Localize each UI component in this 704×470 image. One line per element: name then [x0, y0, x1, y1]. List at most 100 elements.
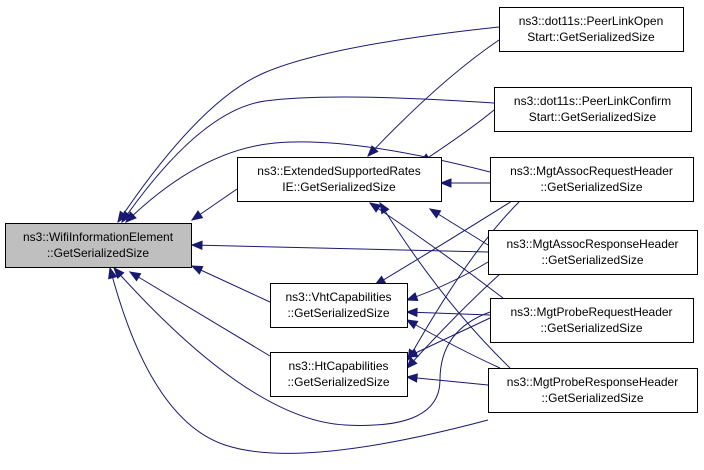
node-label-line: ::GetSerializedSize: [541, 253, 643, 267]
node-label-line: Start::GetSerializedSize: [527, 30, 655, 44]
node-plo[interactable]: ns3::dot11s::PeerLinkOpenStart::GetSeria…: [499, 7, 684, 52]
edge-line: [369, 202, 504, 299]
edge-plc-to-ext: [418, 109, 495, 164]
edge-arrowhead: [125, 211, 137, 223]
node-ht[interactable]: ns3::HtCapabilities::GetSerializedSize: [270, 352, 408, 397]
edge-arrowhead: [405, 319, 419, 330]
node-box: [488, 368, 698, 413]
edge-line: [113, 267, 491, 426]
graph-edges: [108, 26, 521, 454]
node-box: [270, 352, 408, 397]
edge-line: [406, 376, 489, 386]
edge-line: [125, 141, 491, 223]
edge-line: [419, 109, 495, 164]
node-label-line: ns3::HtCapabilities: [288, 359, 388, 373]
edge-arrowhead: [406, 357, 418, 369]
edge-preq-to-wifi: [113, 266, 491, 426]
edge-vht-to-wifi: [190, 265, 271, 303]
edge-arrowhead: [121, 210, 132, 224]
edge-preq-to-vht: [405, 307, 491, 318]
node-label-line: Start::GetSerializedSize: [529, 110, 657, 124]
edge-preq-to-ht: [405, 317, 491, 358]
edge-line: [379, 202, 511, 369]
edge-aresp-to-ht: [406, 273, 501, 369]
edge-line: [406, 273, 501, 369]
node-label-line: ns3::MgtAssocRequestHeader: [510, 164, 673, 178]
node-vht[interactable]: ns3::VhtCapabilities::GetSerializedSize: [270, 283, 408, 328]
edge-arrowhead: [190, 210, 204, 221]
node-box: [499, 7, 684, 52]
edge-line: [406, 311, 491, 316]
edge-plc-to-wifi: [121, 96, 495, 224]
node-label-line: ns3::MgtAssocResponseHeader: [506, 237, 678, 251]
edge-arrowhead: [405, 348, 419, 358]
edge-arrowhead: [190, 240, 203, 250]
edge-aresp-to-vht: [405, 261, 489, 302]
node-box: [5, 223, 192, 268]
node-label-line: IE::GetSerializedSize: [282, 180, 396, 194]
edge-plo-to-ext: [367, 39, 500, 157]
edge-presp-to-ext: [379, 201, 511, 369]
node-areq[interactable]: ns3::MgtAssocRequestHeader::GetSerialize…: [490, 157, 694, 202]
edge-line: [367, 39, 500, 157]
edge-line: [109, 267, 489, 454]
edge-arrowhead: [128, 271, 142, 282]
edge-aresp-to-ext: [428, 208, 489, 246]
edge-line: [407, 200, 521, 361]
node-box: [488, 230, 698, 275]
edge-arrowhead: [439, 178, 452, 188]
edge-arrowhead: [428, 208, 442, 219]
node-box: [237, 157, 442, 202]
node-label-line: ns3::dot11s::PeerLinkOpen: [519, 14, 664, 28]
edge-arrowhead: [405, 373, 418, 383]
node-label-line: ns3::dot11s::PeerLinkConfirm: [514, 94, 671, 108]
graph-nodes: ns3::WifiInformationElement::GetSerializ…: [5, 7, 698, 413]
node-preq[interactable]: ns3::MgtProbeRequestHeader::GetSerialize…: [490, 298, 694, 343]
edge-presp-to-wifi: [108, 266, 489, 454]
edge-arrowhead: [108, 266, 118, 280]
edge-presp-to-ht: [405, 373, 489, 386]
edge-arrowhead: [190, 265, 204, 275]
edge-arrowhead: [405, 307, 418, 318]
node-label-line: ::GetSerializedSize: [540, 180, 642, 194]
node-wifi[interactable]: ns3::WifiInformationElement::GetSerializ…: [5, 223, 192, 268]
node-ext[interactable]: ns3::ExtendedSupportedRatesIE::GetSerial…: [237, 157, 442, 202]
node-box: [270, 283, 408, 328]
node-label-line: ::GetSerializedSize: [287, 306, 389, 320]
edge-line: [429, 208, 489, 246]
node-box: [490, 298, 694, 343]
edge-preq-to-ext: [368, 202, 504, 299]
edge-line: [406, 319, 501, 369]
node-box: [494, 87, 692, 132]
node-label-line: ::GetSerializedSize: [541, 391, 643, 405]
node-presp[interactable]: ns3::MgtProbeResponseHeader::GetSerializ…: [488, 368, 698, 413]
node-label-line: ::GetSerializedSize: [540, 321, 642, 335]
edge-ext-to-wifi: [190, 188, 238, 221]
edge-line: [129, 271, 271, 357]
node-plc[interactable]: ns3::dot11s::PeerLinkConfirmStart::GetSe…: [494, 87, 692, 132]
node-aresp[interactable]: ns3::MgtAssocResponseHeader::GetSerializ…: [488, 230, 698, 275]
edge-arrowhead: [379, 201, 390, 215]
node-label-line: ns3::MgtProbeRequestHeader: [510, 305, 672, 319]
edge-line: [117, 26, 500, 223]
edge-arrowhead: [368, 202, 382, 213]
edge-line: [191, 244, 489, 253]
node-label-line: ns3::ExtendedSupportedRates: [257, 164, 420, 178]
edge-line: [121, 96, 495, 223]
node-label-line: ns3::WifiInformationElement: [23, 230, 174, 244]
node-label-line: ::GetSerializedSize: [47, 246, 149, 260]
node-box: [490, 157, 694, 202]
edge-ht-to-wifi: [128, 271, 271, 357]
node-label-line: ::GetSerializedSize: [287, 375, 389, 389]
edge-areq-to-ext: [439, 178, 490, 188]
node-label-line: ns3::MgtProbeResponseHeader: [507, 375, 678, 389]
node-label-line: ns3::VhtCapabilities: [285, 290, 391, 304]
edge-arrowhead: [113, 266, 125, 279]
edge-line: [374, 200, 513, 286]
edge-arrowhead: [367, 145, 379, 157]
edge-presp-to-vht: [405, 319, 501, 369]
edge-areq-to-wifi: [125, 141, 491, 223]
edge-arrowhead: [405, 292, 419, 302]
edge-line: [406, 317, 491, 358]
